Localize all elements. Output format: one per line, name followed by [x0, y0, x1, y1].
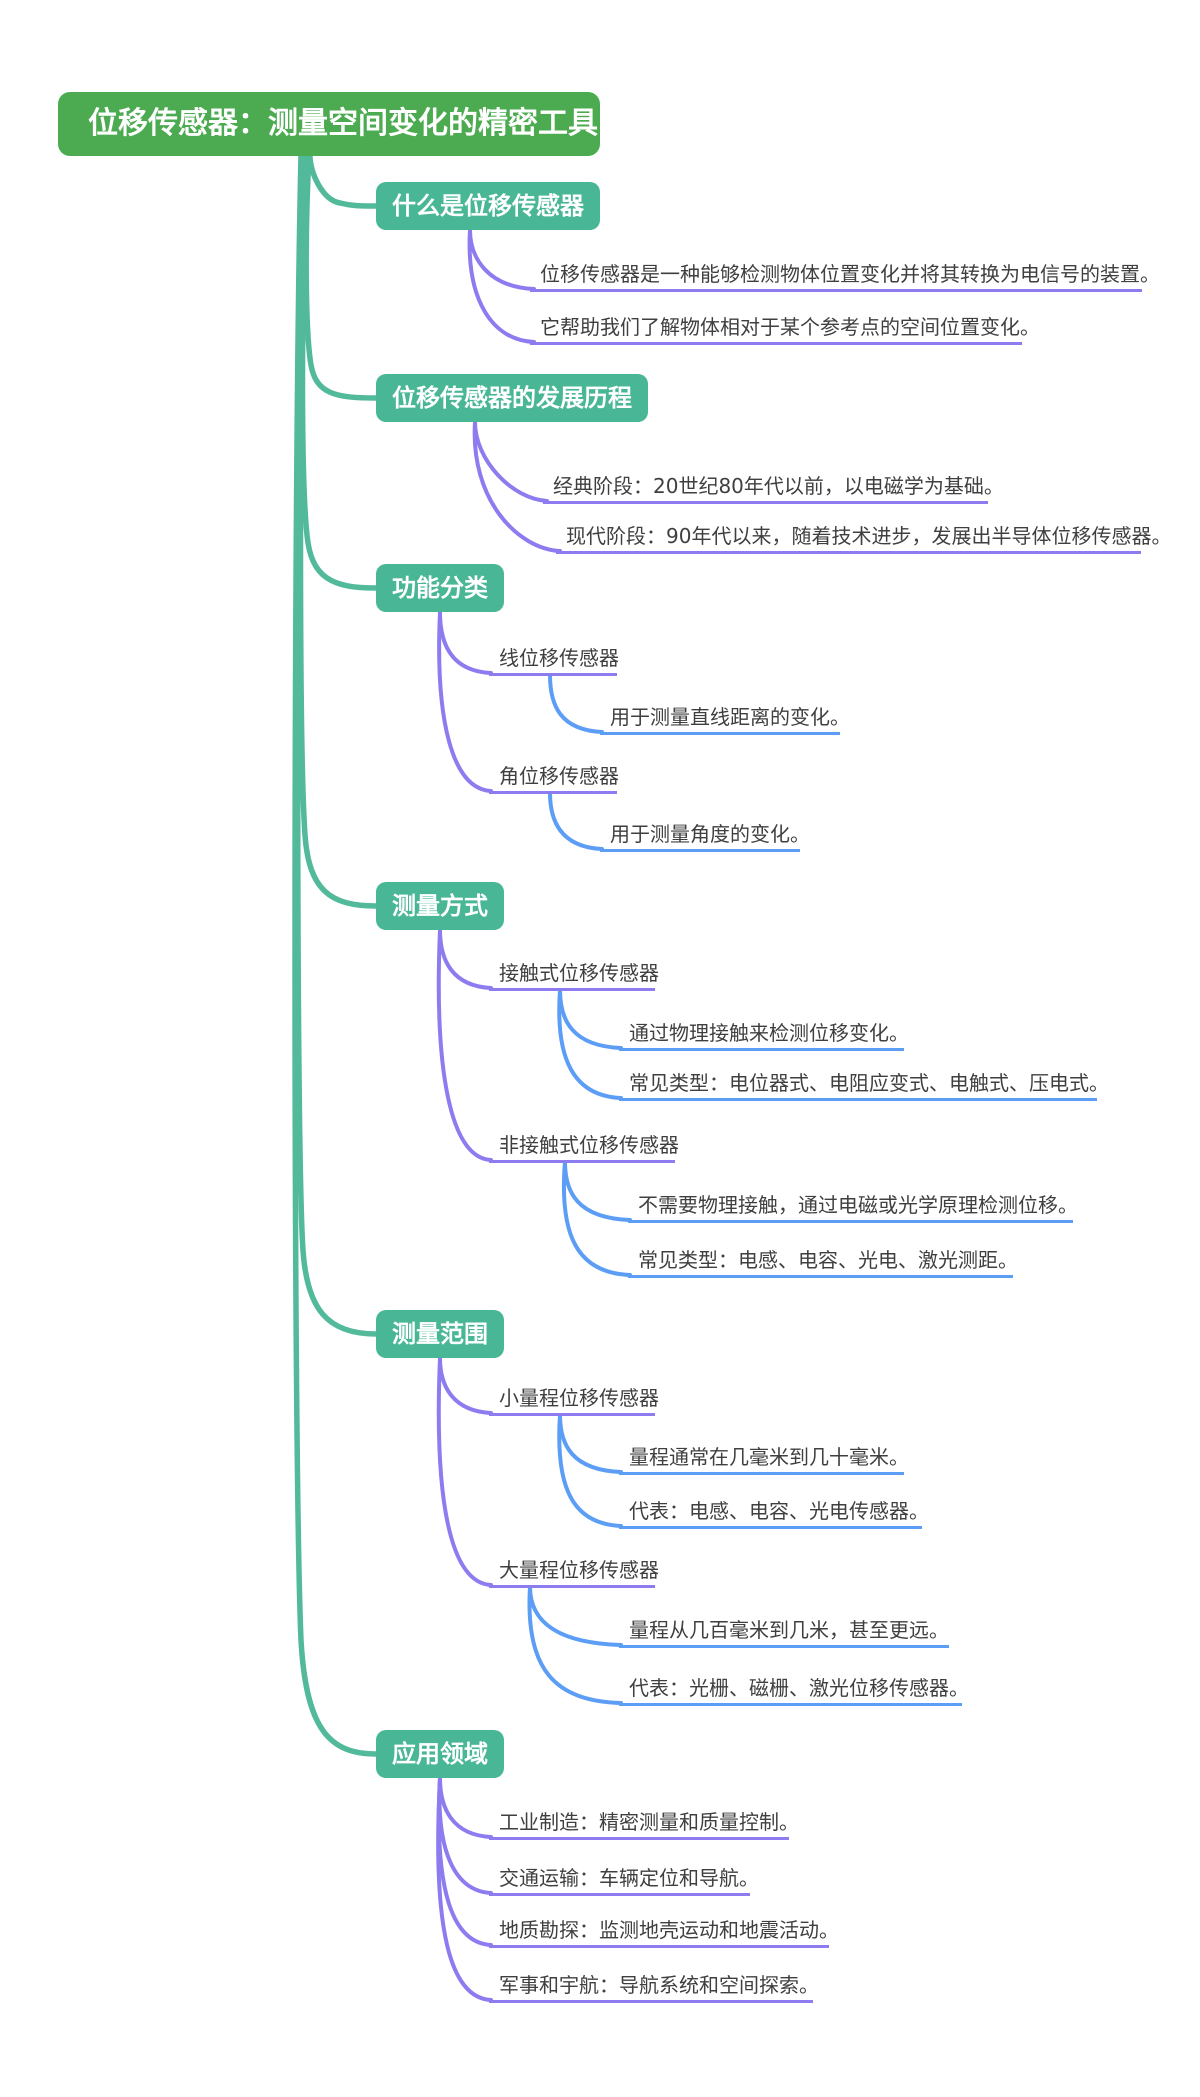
section-node-definition[interactable]: 什么是位移传感器: [376, 182, 600, 230]
connector-small-leaf1: [558, 1413, 623, 1474]
connector-method-noncontact: [436, 928, 493, 1162]
connector-noncontact-leaf1: [563, 1160, 632, 1222]
topic-node-large-range[interactable]: 大量程位移传感器: [489, 1557, 659, 1588]
connector-contact-leaf2: [557, 988, 623, 1100]
leaf-node-application-geology[interactable]: 地质勘探：监测地壳运动和地震活动。: [489, 1917, 839, 1948]
topic-node-small-range[interactable]: 小量程位移传感器: [489, 1385, 659, 1416]
leaf-node-definition-1[interactable]: 位移传感器是一种能够检测物体位置变化并将其转换为电信号的装置。: [530, 261, 1160, 292]
connector-small-leaf2: [557, 1413, 623, 1528]
connector-root-method: [297, 153, 379, 909]
leaf-node-small-range-2[interactable]: 代表：电感、电容、光电传感器。: [619, 1498, 929, 1529]
connector-application-military: [436, 1776, 493, 2002]
connector-application-geology: [436, 1776, 493, 1947]
connector-function-angular: [437, 610, 493, 793]
connector-noncontact-leaf2: [561, 1160, 632, 1277]
leaf-node-history-2[interactable]: 现代阶段：90年代以来，随着技术进步，发展出半导体位移传感器。: [556, 523, 1171, 554]
leaf-node-angular-1[interactable]: 用于测量角度的变化。: [600, 821, 810, 852]
connector-root-application: [292, 153, 379, 1757]
connector-range-small: [438, 1356, 493, 1415]
topic-node-angular[interactable]: 角位移传感器: [489, 763, 619, 794]
leaf-node-history-1[interactable]: 经典阶段：20世纪80年代以前，以电磁学为基础。: [543, 473, 1004, 504]
section-node-measurement-range[interactable]: 测量范围: [376, 1310, 504, 1358]
leaf-node-application-industry[interactable]: 工业制造：精密测量和质量控制。: [489, 1809, 799, 1840]
connector-application-industry: [438, 1776, 493, 1839]
section-node-measurement-method[interactable]: 测量方式: [376, 882, 504, 930]
connector-root-definition: [307, 153, 379, 209]
topic-node-non-contact[interactable]: 非接触式位移传感器: [489, 1132, 679, 1163]
section-node-application[interactable]: 应用领域: [376, 1730, 504, 1778]
leaf-node-small-range-1[interactable]: 量程通常在几毫米到几十毫米。: [619, 1444, 909, 1475]
connector-angular-leaf: [548, 791, 604, 851]
leaf-node-non-contact-1[interactable]: 不需要物理接触，通过电磁或光学原理检测位移。: [628, 1192, 1078, 1223]
leaf-node-large-range-1[interactable]: 量程从几百毫米到几米，甚至更远。: [619, 1617, 949, 1648]
connector-contact-leaf1: [558, 988, 623, 1050]
leaf-node-large-range-2[interactable]: 代表：光栅、磁栅、激光位移传感器。: [619, 1675, 969, 1706]
connector-large-leaf2: [527, 1585, 623, 1705]
topic-node-linear[interactable]: 线位移传感器: [489, 645, 619, 676]
connector-range-large: [436, 1356, 493, 1587]
root-node[interactable]: 位移传感器：测量空间变化的精密工具: [58, 92, 600, 156]
leaf-node-definition-2[interactable]: 它帮助我们了解物体相对于某个参考点的空间位置变化。: [530, 314, 1040, 345]
section-node-function-category[interactable]: 功能分类: [376, 564, 504, 612]
connector-application-transport: [437, 1776, 493, 1895]
leaf-node-linear-1[interactable]: 用于测量直线距离的变化。: [600, 704, 850, 735]
connector-function-linear: [438, 610, 493, 675]
connector-history-leaf1: [473, 420, 549, 503]
connector-large-leaf1: [528, 1585, 623, 1647]
connector-method-contact: [438, 928, 493, 990]
connector-definition-leaf2: [467, 228, 536, 344]
connector-definition-leaf1: [468, 228, 536, 291]
connector-root-function: [299, 153, 379, 591]
leaf-node-application-military[interactable]: 军事和宇航：导航系统和空间探索。: [489, 1972, 819, 2003]
connector-linear-leaf: [548, 673, 604, 734]
topic-node-contact[interactable]: 接触式位移传感器: [489, 960, 659, 991]
connector-root-history: [303, 153, 379, 401]
connector-root-range: [295, 153, 379, 1337]
leaf-node-contact-2[interactable]: 常见类型：电位器式、电阻应变式、电触式、压电式。: [619, 1070, 1109, 1101]
leaf-node-application-transport[interactable]: 交通运输：车辆定位和导航。: [489, 1865, 759, 1896]
leaf-node-non-contact-2[interactable]: 常见类型：电感、电容、光电、激光测距。: [628, 1247, 1018, 1278]
section-node-history[interactable]: 位移传感器的发展历程: [376, 374, 648, 422]
leaf-node-contact-1[interactable]: 通过物理接触来检测位移变化。: [619, 1020, 909, 1051]
